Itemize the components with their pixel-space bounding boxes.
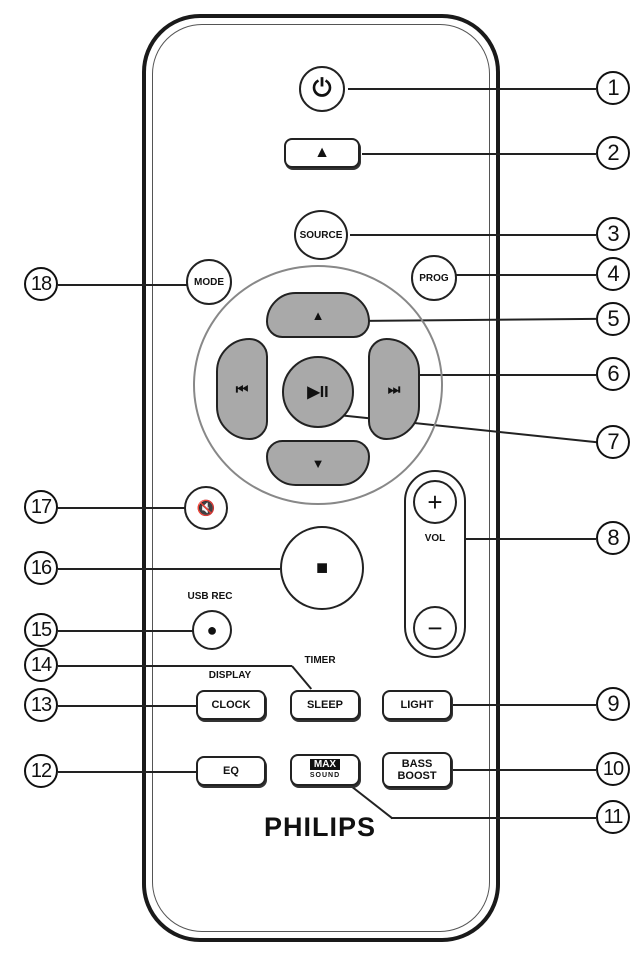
prog-label: PROG	[419, 272, 449, 284]
timer-label: TIMER	[304, 655, 336, 666]
callout-8: 8	[596, 521, 630, 555]
leader-17	[58, 507, 188, 509]
leader-1	[348, 88, 596, 90]
leader-9	[452, 704, 596, 706]
usb-rec-label: USB REC	[187, 591, 233, 602]
remote-body-inner-edge	[152, 24, 490, 932]
minus-icon: −	[427, 612, 443, 643]
callout-14: 14	[24, 648, 58, 682]
clock-label: CLOCK	[211, 699, 251, 711]
down-button[interactable]: ▼	[266, 440, 370, 486]
sleep-label: SLEEP	[306, 699, 344, 711]
leader-8	[448, 538, 596, 540]
light-button[interactable]: LIGHT	[382, 690, 452, 720]
volume-label: VOL	[424, 533, 446, 544]
volume-up-button[interactable]: +	[413, 480, 457, 524]
callout-11: 11	[596, 800, 630, 834]
mode-label: MODE	[194, 276, 224, 288]
max-sound-button[interactable]: MAX SOUND	[290, 754, 360, 786]
up-button[interactable]: ▲	[266, 292, 370, 338]
callout-18: 18	[24, 267, 58, 301]
leader-14	[58, 665, 292, 667]
usb-rec-button[interactable]: ●	[192, 610, 232, 650]
callout-9: 9	[596, 687, 630, 721]
leader-18	[58, 284, 188, 286]
sound-label: SOUND	[309, 772, 341, 779]
record-icon: ●	[206, 619, 218, 640]
leader-11b	[391, 817, 596, 819]
leader-10	[452, 769, 596, 771]
next-button[interactable]: ⏭	[368, 338, 420, 440]
play-pause-button[interactable]: ▶II	[282, 356, 354, 428]
up-arrow-icon: ▲	[311, 307, 325, 323]
stop-button[interactable]: ■	[280, 526, 364, 610]
sleep-button[interactable]: SLEEP	[290, 690, 360, 720]
source-label: SOURCE	[299, 229, 343, 241]
previous-button[interactable]: ⏮	[216, 338, 268, 440]
power-button[interactable]: ⏻	[299, 66, 345, 112]
leader-4	[455, 274, 596, 276]
leader-6	[410, 374, 596, 376]
callout-3: 3	[596, 217, 630, 251]
play-pause-icon: ▶II	[307, 384, 329, 401]
stop-icon: ■	[315, 556, 329, 579]
display-label: DISPLAY	[208, 670, 252, 681]
boost-label: BOOST	[397, 770, 437, 782]
leader-12	[58, 771, 196, 773]
callout-6: 6	[596, 357, 630, 391]
callout-15: 15	[24, 613, 58, 647]
brand-logo: PHILIPS	[263, 812, 377, 842]
callout-1: 1	[596, 71, 630, 105]
eq-button[interactable]: EQ	[196, 756, 266, 786]
leader-2	[362, 153, 596, 155]
eject-button[interactable]: ▲	[284, 138, 360, 168]
source-button[interactable]: SOURCE	[294, 210, 348, 260]
down-arrow-icon: ▼	[311, 455, 325, 471]
light-label: LIGHT	[400, 699, 434, 711]
callout-2: 2	[596, 136, 630, 170]
navigation-ring	[193, 265, 443, 505]
next-icon: ⏭	[387, 380, 401, 397]
plus-icon: +	[427, 486, 443, 517]
callout-17: 17	[24, 490, 58, 524]
clock-button[interactable]: CLOCK	[196, 690, 266, 720]
mute-icon: 🔇	[196, 500, 216, 517]
eq-label: EQ	[223, 765, 239, 777]
power-icon: ⏻	[312, 75, 332, 102]
previous-icon: ⏮	[235, 380, 249, 397]
eject-icon: ▲	[314, 144, 330, 161]
callout-5: 5	[596, 302, 630, 336]
mode-button[interactable]: MODE	[186, 259, 232, 305]
callout-13: 13	[24, 688, 58, 722]
volume-down-button[interactable]: −	[413, 606, 457, 650]
leader-15	[58, 630, 198, 632]
leader-13	[58, 705, 196, 707]
max-label: MAX	[309, 759, 341, 770]
callout-4: 4	[596, 257, 630, 291]
bass-label: BASS	[401, 758, 433, 770]
callout-7: 7	[596, 425, 630, 459]
prog-button[interactable]: PROG	[411, 255, 457, 301]
leader-16	[58, 568, 280, 570]
callout-16: 16	[24, 551, 58, 585]
callout-10: 10	[596, 752, 630, 786]
leader-3	[350, 234, 596, 236]
mute-button[interactable]: 🔇	[184, 486, 228, 530]
callout-12: 12	[24, 754, 58, 788]
bass-boost-button[interactable]: BASS BOOST	[382, 752, 452, 788]
